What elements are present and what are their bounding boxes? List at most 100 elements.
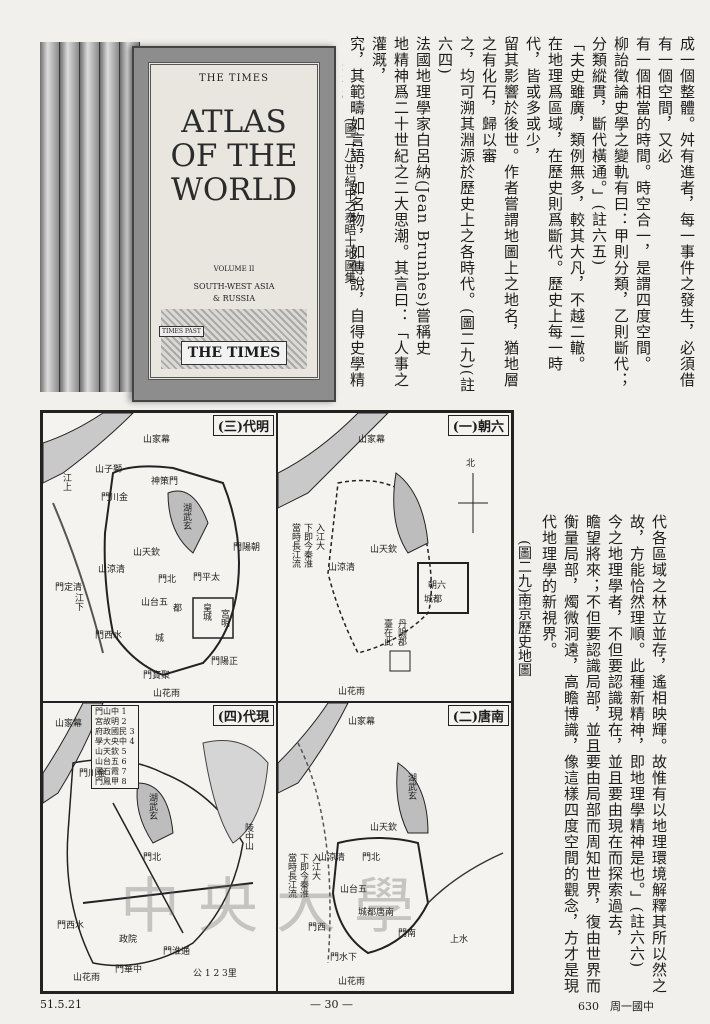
map-tag: (三)代明 [212,415,274,436]
text-column: 故，方能恰然理順。此種新精神，即地理學精神是也。」(註六六) [628,514,646,969]
text-column: 柳詒徵論史學之變軌有曰：甲則分類，乙則斷代；分類縱貫，斷代橫通。」(註六五) [590,36,630,388]
map-label: 山涼清 [98,565,126,575]
map-label: 山花雨 [153,689,181,699]
ming-map-drawing [43,413,240,677]
map-label: 門水下 [330,953,358,963]
map-label: 門西水 [95,631,123,641]
map-modern: (四)代現 門山中 1 宮故明 2 府政國民 3 學大央中 4 山天欽 5 山台… [42,702,277,992]
legend-item: 山天欽 5 [95,747,127,756]
cover-region-line: SOUTH-WEST ASIA [193,282,275,291]
legend-item: 府政國民 3 [95,727,135,736]
map-label: 城都唐南 [358,908,395,918]
legend-item: 宮故明 2 [95,717,127,726]
map-label: 門平太 [193,573,221,583]
map-label: 門寶聚 [143,671,171,681]
body-text-top: 成一個整體。舛有進者，每一事件之發生，必須借有一個空間，又必有一個相當的時間。時… [342,36,698,398]
map-label: 湖武玄 [181,503,191,530]
map-label: 山花雨 [338,687,366,697]
cover-publisher: THE TIMES [199,73,269,84]
text-column: 法國地理學家白呂納(Jean Brunhes)嘗稱史 [414,36,432,356]
map-label: 山天欽 [133,548,161,558]
cover-publisher-bottom: THE TIMES [181,341,287,365]
map-label: 山家幕 [358,435,386,445]
map-label: 入江大 [314,523,324,550]
map-label: 入江大 [310,853,320,880]
text-column: 地精神爲二十世紀之二大思潮。其言曰：「人事之灌溉， [370,36,410,388]
map-label: 山家幕 [55,719,83,729]
text-column: 在地理爲區域，在歷史則爲斷代。歷史上每一時代，皆或多或少， [524,36,564,372]
map-label: 門華中 [115,965,143,975]
legend-item: 學大央中 4 [95,737,135,746]
text-column: 成一個整體。舛有進者，每一事件之發生，必須借有一個空間，又必 [656,36,696,388]
figure-caption-29: (圖二九)南京歷史地圖 [516,540,532,677]
cover-region-line: & RUSSIA [212,294,256,303]
cover-title-line: WORLD [170,172,298,208]
book-spines [40,42,140,392]
map-label: 山子獅 [95,465,123,475]
map-legend: 門山中 1 宮故明 2 府政國民 3 學大央中 4 山天欽 5 山台五 6 園石… [91,705,139,789]
map-ming-dynasty: (三)代明 山家幕 山子獅 門川金 神策門 湖武玄 山天欽 門北 門平太 山涼清… [42,412,277,702]
cover-seal: TIMES PAST [159,326,204,337]
map-label: 山台五 [141,598,169,608]
map-label: 門定清 [55,583,83,593]
map-tag: (二)唐南 [447,705,509,726]
map-label: 山涼清 [318,853,346,863]
map-label: 門北 [143,853,162,863]
text-column: 留其影響於後世。作者嘗謂地圖上之地名，猶地層之有化石，歸以審 [480,36,520,388]
map-label: 城 [153,633,163,642]
book-spine [100,42,120,392]
map-label: 北 [466,459,476,469]
map-label: 山天欽 [370,823,398,833]
six-dynasties-map-drawing [278,413,488,672]
map-label: 當時長江流 [286,853,296,898]
map-southern-tang: (二)唐南 山家幕 山天欽 山涼清 門北 湖武玄 山台五 城都唐南 門西 門南 … [277,702,512,992]
map-label: 下即今秦淮 [298,853,308,898]
map-label: 門淮通 [163,947,191,957]
map-label: 山家幕 [348,717,376,727]
map-label: 皇城 [201,603,211,621]
nanjing-historical-maps: (三)代明 山家幕 山子獅 門川金 神策門 湖武玄 山天欽 門北 門平太 山涼清… [40,410,514,994]
map-label: 山花雨 [73,973,101,983]
footer-date: 51.5.21 [40,998,82,1011]
atlas-book-photo: THE TIMES ATLAS OF THE WORLD VOLUME II S… [40,36,336,402]
map-label: 門北 [362,853,381,863]
text-column: 代地理學的新視界。 [540,514,558,658]
text-column: 代各區域之林立並存，遙相映輝。故惟有以地理環境解釋其所以然之 [650,514,668,994]
text-column: 衡量局部，燭微洞遠，高瞻博識，像這樣四度空間的觀念，方才是現 [562,514,580,994]
text-column: 「夫史雖廣，類例無多，較其大凡，不越二轍。 [568,36,586,372]
map-label: 城都 [424,595,443,605]
map-label: 下即今秦淮 [302,523,312,568]
figure-caption-28: (圖二八)世紀中之泰晤士地圖集 [343,118,357,284]
legend-item: 山台五 6 [95,757,127,766]
map-six-dynasties: (一)朝六 山家幕 北 山天欽 朝六 城都 當時長江流 下即今秦淮 入江大 丹陽… [277,412,512,702]
map-label: 湖武玄 [147,793,157,820]
footer-page-number: — 30 — [310,998,353,1011]
book-cover-panel: THE TIMES ATLAS OF THE WORLD VOLUME II S… [148,62,320,380]
map-label: 門陽正 [211,657,239,667]
map-label: 山台五 [340,885,368,895]
legend-item: 園石霞 7 [95,767,127,776]
map-label: 上水 [450,935,469,945]
map-label: 丹陽郡 [396,619,406,646]
cover-region: SOUTH-WEST ASIA & RUSSIA [151,281,317,305]
text-column: 今之地理學者，不但要認識現在，並且要由現在而探索過去， [606,514,624,946]
map-label: 山家幕 [143,435,171,445]
legend-item: 門鳳甲 8 [95,777,127,786]
map-label: 都 [171,603,181,612]
cover-title-line: ATLAS [181,104,287,140]
map-label: 宮明 [219,609,229,627]
map-label: 門西水 [57,921,85,931]
map-label: 朝六 [428,581,447,591]
body-text-right: 代各區域之林立並存，遙相映輝。故惟有以地理環境解釋其所以然之故，方能恰然理順。此… [518,514,670,998]
map-tag: (四)代現 [212,705,274,726]
map-label: 門西 [308,923,327,933]
map-label: 門北 [158,575,177,585]
map-label: 門川金 [79,769,107,779]
cover-volume: VOLUME II [213,265,255,273]
footer-publication: 630 周一國中 [578,1000,654,1013]
map-label: 陵中山 [243,823,253,850]
map-tag: (一)朝六 [447,415,509,436]
map-label: 湖武玄 [406,773,416,800]
book-spine [60,42,80,392]
